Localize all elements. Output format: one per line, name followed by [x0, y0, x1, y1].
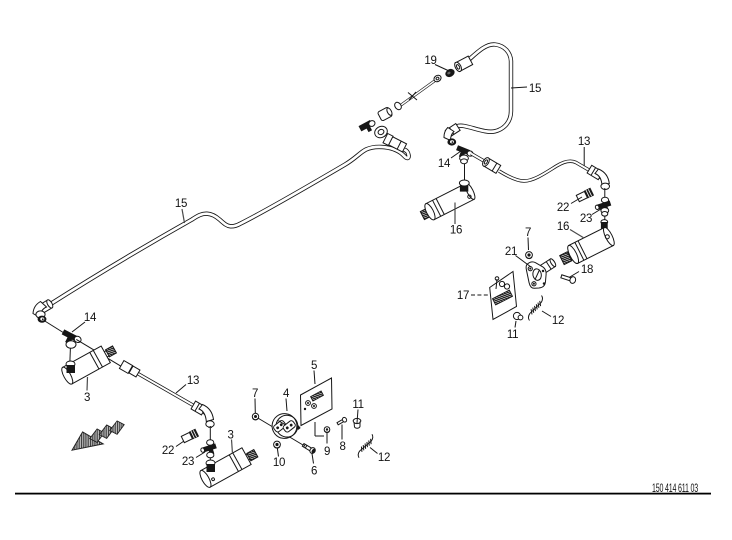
svg-text:21: 21 [505, 246, 517, 258]
svg-text:3: 3 [84, 392, 90, 404]
svg-text:19: 19 [424, 55, 436, 67]
svg-text:11: 11 [507, 329, 518, 341]
svg-text:23: 23 [580, 213, 592, 225]
svg-text:12: 12 [378, 452, 390, 464]
svg-text:3: 3 [227, 430, 233, 442]
svg-text:6: 6 [311, 466, 317, 478]
svg-text:12: 12 [552, 315, 564, 327]
svg-text:10: 10 [273, 457, 285, 469]
svg-text:14: 14 [84, 312, 97, 324]
svg-text:16: 16 [557, 221, 569, 233]
svg-text:150 414 611 03: 150 414 611 03 [652, 483, 698, 495]
svg-text:4: 4 [283, 388, 290, 400]
svg-text:13: 13 [578, 136, 590, 148]
svg-text:23: 23 [182, 456, 194, 468]
svg-text:14: 14 [438, 158, 451, 170]
svg-text:15: 15 [529, 83, 541, 95]
svg-text:17: 17 [457, 290, 469, 302]
svg-text:16: 16 [450, 225, 462, 237]
svg-text:13: 13 [187, 375, 199, 387]
svg-text:7: 7 [252, 388, 258, 400]
svg-text:7: 7 [525, 227, 531, 239]
svg-text:9: 9 [324, 446, 330, 458]
svg-text:22: 22 [557, 202, 569, 214]
svg-text:5: 5 [311, 360, 317, 372]
svg-text:15: 15 [175, 198, 187, 210]
svg-text:8: 8 [339, 441, 345, 453]
svg-text:18: 18 [581, 264, 593, 276]
svg-text:22: 22 [162, 445, 174, 457]
svg-text:11: 11 [352, 399, 363, 411]
